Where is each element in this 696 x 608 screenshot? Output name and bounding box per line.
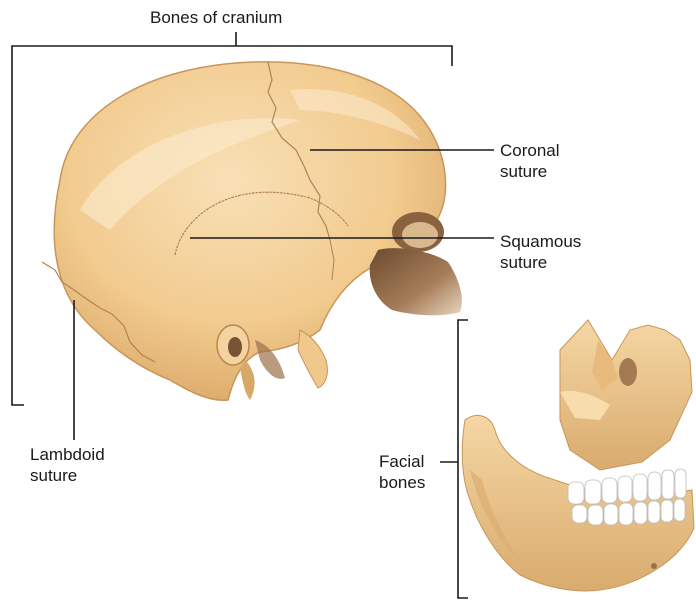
tooth [633,474,647,501]
tooth [602,478,617,503]
facial-bones-illustration [462,320,694,591]
tooth [585,480,601,504]
ear-canal [228,337,242,357]
cranium-bracket-left [12,58,24,405]
label-lambdoid-line2: suture [30,465,105,486]
label-coronal-line1: Coronal [500,140,560,161]
tooth [588,505,603,525]
tooth [675,469,686,498]
mastoid-process [240,360,255,400]
label-lambdoid-line1: Lambdoid [30,444,105,465]
label-bones-of-cranium-text: Bones of cranium [150,7,282,28]
label-squamous-line2: suture [500,252,581,273]
label-lambdoid-suture: Lambdoid suture [30,444,105,486]
label-bones-of-cranium: Bones of cranium [150,7,282,28]
tooth [618,476,632,502]
mental-foramen [651,563,657,569]
label-facial-line2: bones [379,472,425,493]
styloid-process [298,330,327,388]
label-squamous-suture: Squamous suture [500,231,581,273]
label-squamous-line1: Squamous [500,231,581,252]
tooth [572,505,587,523]
tooth [674,499,685,521]
teeth [568,469,686,525]
label-facial-bones: Facial bones [379,451,425,493]
orbit-rim [402,222,438,248]
cranium [42,62,462,400]
label-facial-line1: Facial [379,451,425,472]
tooth [568,482,584,504]
nasal-cavity-cut [370,248,462,315]
tooth [661,500,673,522]
tooth [662,470,674,499]
tooth [619,503,633,525]
tooth [634,502,647,524]
label-coronal-line2: suture [500,161,560,182]
label-coronal-suture: Coronal suture [500,140,560,182]
tooth [648,472,661,500]
tooth [648,501,660,523]
tooth [604,504,618,525]
infraorbital-hole [619,358,637,386]
